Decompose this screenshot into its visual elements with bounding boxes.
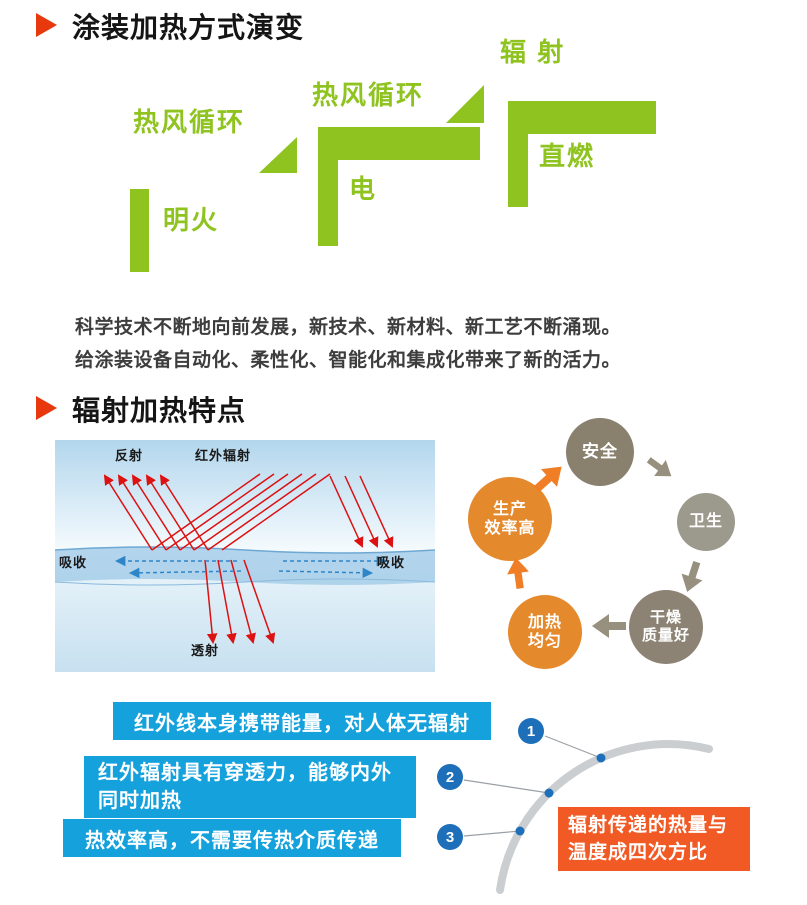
point3-box: 热效率高，不需要传热介质传递 [63,819,401,857]
transmitted-rays [204,559,276,645]
step-up-arrow-icon [446,85,484,123]
infrared-rays-drawing [55,473,435,645]
infrared-label: 红外辐射 [195,448,252,463]
section2-bullet-icon [36,396,57,420]
right-incoming-rays [329,475,394,548]
point2-number-badge: 2 [437,764,463,790]
intro-paragraph: 科学技术不断地向前发展，新技术、新材料、新工艺不断涌现。 给涂装设备自动化、柔性… [75,317,622,371]
cycle-circle-hygiene: 卫生 [677,493,735,551]
material-band [55,546,435,586]
radiation-law-callout: 辐射传递的热量与 温度成四次方比 [558,807,750,871]
point2-box: 红外辐射具有穿透力，能够内外 同时加热 [84,756,416,818]
cycle-circle-dry-quality: 干燥 质量好 [629,590,703,664]
absorb-right-label: 吸收 [377,555,406,570]
cycle-circle-safety: 安全 [566,418,634,486]
incoming-rays [151,473,331,551]
reflected-rays [103,474,209,551]
transmit-label: 透射 [191,643,220,658]
step3-bar-vertical [508,134,528,207]
step1-bar [130,189,149,272]
step1-top-label: 热风循环 [133,107,246,137]
cycle-arrow-icon [646,457,672,477]
section2-title: 辐射加热特点 [72,395,247,426]
point1-number-badge: 1 [518,718,544,744]
section1-bullet-icon [36,13,57,37]
step2-bar-horizontal [318,127,480,160]
step2-label: 电 [349,174,378,204]
cycle-arrow-icon [507,557,529,589]
cycle-arrow-icon [592,614,626,638]
step2-bar-vertical [318,160,338,246]
step1-label: 明火 [163,205,220,235]
step3-bar-horizontal [508,101,656,134]
reflect-label: 反射 [115,448,144,463]
step2-top-label: 热风循环 [312,80,425,110]
cycle-arrow-icon [533,466,562,493]
section1-title: 涂装加热方式演变 [72,12,305,43]
infrared-diagram: 反射 红外辐射 吸收 吸收 透射 [55,440,435,672]
cycle-circle-even-heating: 加热 均匀 [508,595,582,669]
point1-box: 红外线本身携带能量，对人体无辐射 [113,702,491,740]
absorption-arrows [114,555,388,579]
cycle-arrow-icon [681,561,703,592]
point3-number-badge: 3 [437,824,463,850]
step-up-arrow-icon [259,137,297,173]
step3-label: 直燃 [539,141,596,171]
absorb-left-label: 吸收 [59,555,88,570]
step3-top-label: 辐 射 [500,37,566,67]
